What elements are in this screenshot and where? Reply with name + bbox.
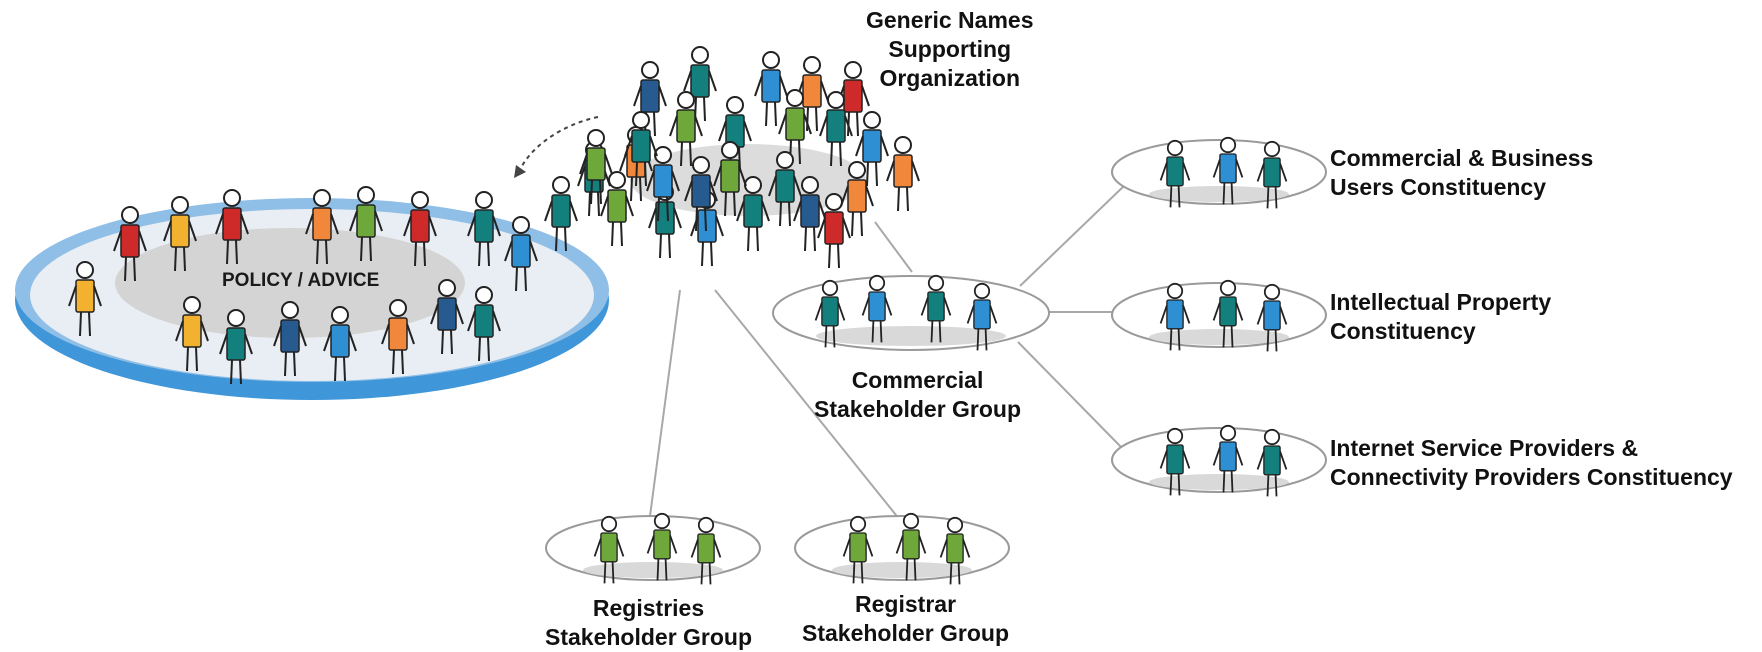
csg-label: Commercial Stakeholder Group <box>814 367 1022 422</box>
ipc-label: Intellectual Property Constituency <box>1330 289 1552 344</box>
person-figure <box>1159 427 1191 496</box>
connector-gnso-rrsg <box>714 289 901 521</box>
person-figure <box>430 279 464 355</box>
person-figure <box>305 189 339 265</box>
person-figure <box>579 129 613 205</box>
person-figure <box>842 515 874 584</box>
connector-csg-bc <box>1019 184 1126 287</box>
person-figure <box>795 56 829 132</box>
person-figure <box>793 176 827 252</box>
connector-gnso-csg <box>874 221 913 273</box>
person-figure <box>683 46 717 122</box>
person-figure <box>886 136 920 212</box>
policy-advice-label: POLICY / ADVICE <box>222 270 380 291</box>
person-figure <box>544 176 578 252</box>
connector-csg-ispcp <box>1017 341 1123 449</box>
person-figure <box>1256 140 1288 209</box>
person-figure <box>467 191 501 267</box>
person-figure <box>920 274 952 343</box>
person-figure <box>939 516 971 585</box>
person-figure <box>736 176 770 252</box>
gnso-label: Generic Names Supporting Organization <box>866 7 1034 91</box>
person-figure <box>646 512 678 581</box>
person-figure <box>1256 283 1288 352</box>
person-figure <box>68 261 102 337</box>
person-figure <box>467 286 501 362</box>
person-figure <box>1159 139 1191 208</box>
person-figure <box>504 216 538 292</box>
person-figure <box>814 279 846 348</box>
person-figure <box>646 146 680 222</box>
person-figure <box>713 141 747 217</box>
person-figure <box>754 51 788 127</box>
person-figure <box>840 161 874 237</box>
person-figure <box>669 91 703 167</box>
rysg-label: Registries Stakeholder Group <box>545 595 753 650</box>
person-figure <box>219 309 253 385</box>
person-figure <box>633 61 667 137</box>
person-figure <box>273 301 307 377</box>
person-figure <box>966 282 998 351</box>
person-figure <box>855 111 889 187</box>
person-figure <box>215 189 249 265</box>
policy-advice-platform <box>15 198 609 400</box>
person-figure <box>381 299 415 375</box>
person-figure <box>1212 424 1244 493</box>
person-figure <box>861 274 893 343</box>
person-figure <box>113 206 147 282</box>
person-figure <box>175 296 209 372</box>
person-figure <box>690 191 724 267</box>
connector-gnso-rysg <box>649 289 681 517</box>
person-figure <box>349 186 383 262</box>
person-figure <box>1159 282 1191 351</box>
people-figures <box>68 46 1288 585</box>
ispcp-label: Internet Service Providers & Connectivit… <box>1330 435 1733 490</box>
person-figure <box>403 191 437 267</box>
person-figure <box>1256 428 1288 497</box>
person-figure <box>593 515 625 584</box>
person-figure <box>690 516 722 585</box>
person-figure <box>163 196 197 272</box>
rrsg-label: Registrar Stakeholder Group <box>802 591 1010 646</box>
person-figure <box>1212 279 1244 348</box>
person-figure <box>817 193 851 269</box>
bc-label: Commercial & Business Users Constituency <box>1330 145 1594 200</box>
person-figure <box>768 151 802 227</box>
person-figure <box>600 171 634 247</box>
person-figure <box>819 91 853 167</box>
person-figure <box>1212 136 1244 205</box>
person-figure <box>895 512 927 581</box>
flow-arrow <box>514 116 599 178</box>
person-figure <box>323 306 357 382</box>
person-figure <box>684 156 718 232</box>
person-figure <box>624 111 658 187</box>
